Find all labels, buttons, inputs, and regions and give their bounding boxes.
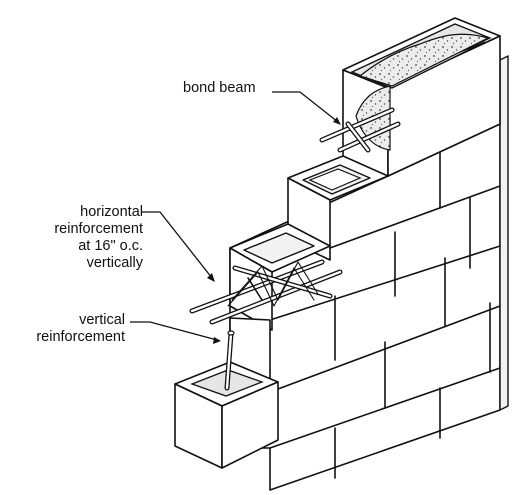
label-bond-beam: bond beam [183,80,256,96]
head-joints [334,150,491,479]
joint-reinforcement [189,259,343,325]
label-horizontal-line-2: reinforcement [54,221,143,237]
label-vertical-line-1: vertical [79,312,125,328]
leaders [130,91,341,344]
vertical-rebar [224,330,235,391]
label-vertical-line-2: reinforcement [36,329,125,345]
label-vertical-reinforcement: vertical reinforcement [36,312,125,346]
label-horizontal-reinforcement: horizontal reinforcement at 16" o.c. ver… [54,204,143,272]
bond-beam-block [342,17,501,177]
label-horizontal-line-3: at 16" o.c. [78,238,143,254]
label-horizontal-line-4: vertically [86,255,143,271]
label-horizontal-line-1: horizontal [80,204,143,220]
bond-beam-rebar [319,107,401,153]
